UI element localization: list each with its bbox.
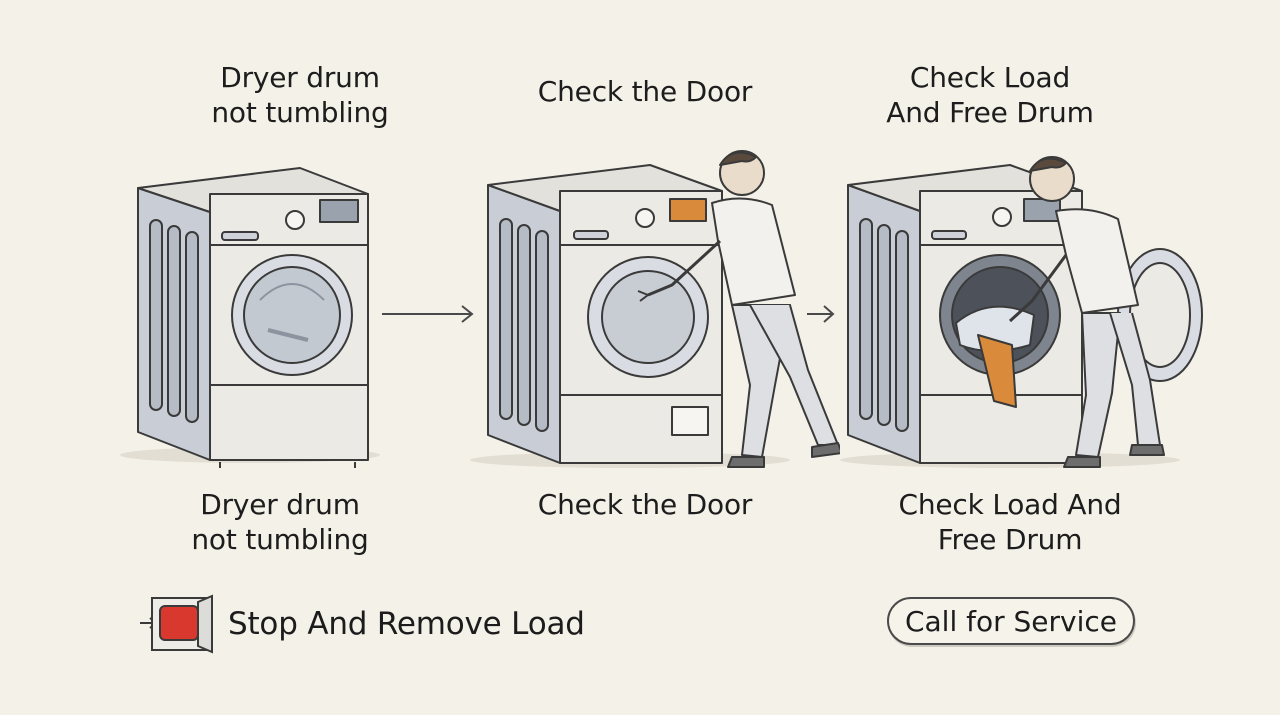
check-door-illustration — [470, 150, 840, 468]
step-1-caption: Dryer drum not tumbling — [191, 488, 369, 556]
step-2-caption: Check the Door — [537, 488, 753, 521]
call-for-service-button[interactable]: Call for Service — [887, 597, 1135, 645]
free-drum-illustration — [840, 156, 1203, 468]
arrow-right-icon — [382, 305, 474, 323]
step-1-title: Dryer drum not tumbling — [211, 61, 389, 129]
dryer-illustration — [120, 167, 380, 468]
step-3-title: Check Load And Free Drum — [886, 61, 1094, 129]
stop-remove-load-button[interactable]: Stop And Remove Load — [140, 592, 585, 656]
stop-icon — [140, 594, 213, 654]
step-2-title: Check the Door — [537, 75, 753, 108]
stop-remove-load-label: Stop And Remove Load — [228, 606, 585, 642]
arrow-right-icon — [807, 305, 835, 323]
step-3-caption: Check Load And Free Drum — [898, 488, 1122, 556]
